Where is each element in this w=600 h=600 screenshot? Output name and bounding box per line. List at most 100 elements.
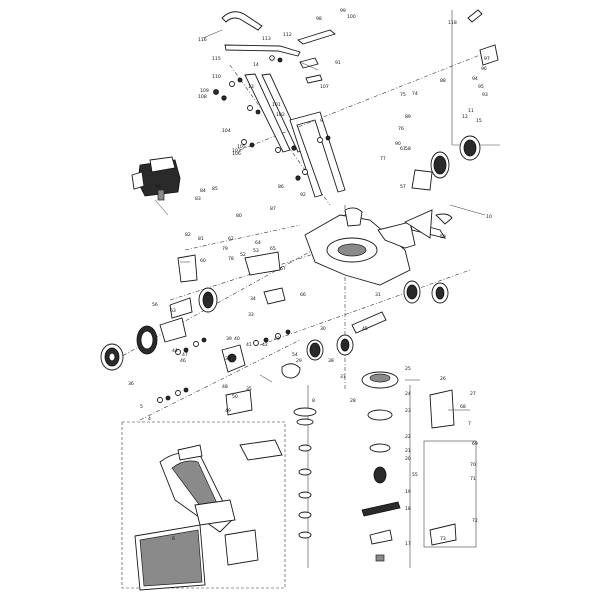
rear-guard bbox=[344, 207, 363, 227]
mulch-kit-inset-box bbox=[423, 440, 477, 548]
callout: 7 bbox=[468, 421, 471, 427]
callout: 10 bbox=[486, 214, 492, 220]
callout: 34 bbox=[250, 296, 256, 302]
callout: 70 bbox=[470, 462, 476, 468]
callout: 55 bbox=[412, 472, 418, 478]
callout: 71 bbox=[470, 476, 476, 482]
callout: 79 bbox=[222, 246, 228, 252]
callout: 67 bbox=[280, 266, 286, 272]
callout: 35 bbox=[246, 386, 252, 392]
callout: 63 bbox=[170, 308, 176, 314]
callout: 19 bbox=[405, 489, 411, 495]
callout: 56 bbox=[152, 302, 158, 308]
callout: 23 bbox=[405, 408, 411, 414]
callout: 9 bbox=[320, 118, 323, 124]
callout: 29 bbox=[296, 358, 302, 364]
callout: 65 bbox=[270, 246, 276, 252]
callout: 52 bbox=[240, 252, 246, 258]
callout: 5 bbox=[140, 404, 143, 410]
callout: 74 bbox=[412, 91, 418, 97]
callout: 93 bbox=[482, 92, 488, 98]
callout: 110 bbox=[212, 74, 221, 80]
callout: 104 bbox=[222, 128, 231, 134]
blade-assembly bbox=[361, 371, 401, 562]
front-axle-axis-line bbox=[239, 54, 481, 151]
callout: 109 bbox=[200, 88, 209, 94]
callout: 68 bbox=[460, 404, 466, 410]
callout: 49 bbox=[225, 408, 231, 414]
callout: 86 bbox=[278, 184, 284, 190]
callout: 51 bbox=[205, 292, 211, 298]
callout: 47 bbox=[182, 352, 188, 358]
mulch-plug-handle bbox=[429, 523, 457, 546]
callout: 43 bbox=[274, 336, 280, 342]
cable-clip bbox=[299, 57, 319, 69]
side-discharge-chute bbox=[404, 209, 433, 239]
height-adjust-lever bbox=[263, 287, 286, 305]
callout: 87 bbox=[270, 206, 276, 212]
callout: 78 bbox=[228, 256, 234, 262]
callout: 15 bbox=[476, 118, 482, 124]
callout: 84 bbox=[200, 188, 206, 194]
callout: 73 bbox=[440, 536, 446, 542]
side-chute-cover bbox=[377, 221, 416, 249]
callout: 48 bbox=[222, 384, 228, 390]
callout: 91 bbox=[335, 60, 341, 66]
callout: 36 bbox=[128, 381, 134, 387]
grass-bag-inset-box bbox=[121, 421, 286, 589]
callout: 113 bbox=[262, 36, 271, 42]
top-right-bracket bbox=[451, 10, 500, 146]
callout: 50 bbox=[232, 394, 238, 400]
callout: 105 bbox=[237, 144, 246, 150]
callout: 6 bbox=[172, 536, 175, 542]
callout: 92 bbox=[300, 192, 306, 198]
callout: 62 bbox=[228, 236, 234, 242]
callout: 76 bbox=[398, 126, 404, 132]
axle-bracket bbox=[244, 251, 281, 276]
callout: 80 bbox=[236, 213, 242, 219]
throttle-lever bbox=[305, 74, 323, 84]
callout: 16 bbox=[155, 184, 161, 190]
lower-handle-left bbox=[244, 73, 291, 153]
callout: 39 bbox=[226, 336, 232, 342]
engine bbox=[131, 156, 181, 201]
callout: 83 bbox=[195, 196, 201, 202]
callout: 88 bbox=[440, 78, 446, 84]
upper-handle bbox=[221, 11, 263, 31]
callout: 24 bbox=[405, 391, 411, 397]
front-right-wheel-1 bbox=[459, 135, 481, 161]
callout: 112 bbox=[283, 32, 292, 38]
callout: 40 bbox=[234, 336, 240, 342]
rear-flap bbox=[177, 254, 198, 283]
drive-belt bbox=[281, 363, 301, 379]
callout: 99 bbox=[340, 8, 346, 14]
callout: 107 bbox=[320, 84, 329, 90]
rear-axle-axis-line bbox=[169, 251, 321, 301]
callout: 41 bbox=[246, 342, 252, 348]
callout: 17 bbox=[405, 541, 411, 547]
right-axle-axis-line bbox=[259, 269, 471, 346]
callout: 58 bbox=[405, 146, 411, 152]
callout: 90 bbox=[395, 141, 401, 147]
mulch-plug-panel bbox=[429, 389, 455, 429]
callout: 27 bbox=[470, 391, 476, 397]
callout: 12 bbox=[462, 114, 468, 120]
callout: 100 bbox=[347, 14, 356, 20]
top-right-lever bbox=[467, 9, 483, 23]
callout: 21 bbox=[405, 448, 411, 454]
deck-bowl-inner bbox=[337, 243, 367, 257]
callout: 13 bbox=[248, 84, 254, 90]
callout: 44 bbox=[172, 348, 178, 354]
callout: 32 bbox=[225, 356, 231, 362]
callout: 85 bbox=[212, 186, 218, 192]
callout: 108 bbox=[198, 94, 207, 100]
drive-gear bbox=[227, 353, 237, 363]
callout: 98 bbox=[316, 16, 322, 22]
callout: 37 bbox=[340, 374, 346, 380]
front-left-wheel bbox=[403, 280, 449, 304]
grass-bag-frame bbox=[159, 444, 236, 533]
callout: 72 bbox=[472, 518, 478, 524]
handle-axis-line bbox=[229, 64, 331, 206]
baffle bbox=[435, 213, 453, 225]
callout: 101 bbox=[272, 102, 281, 108]
